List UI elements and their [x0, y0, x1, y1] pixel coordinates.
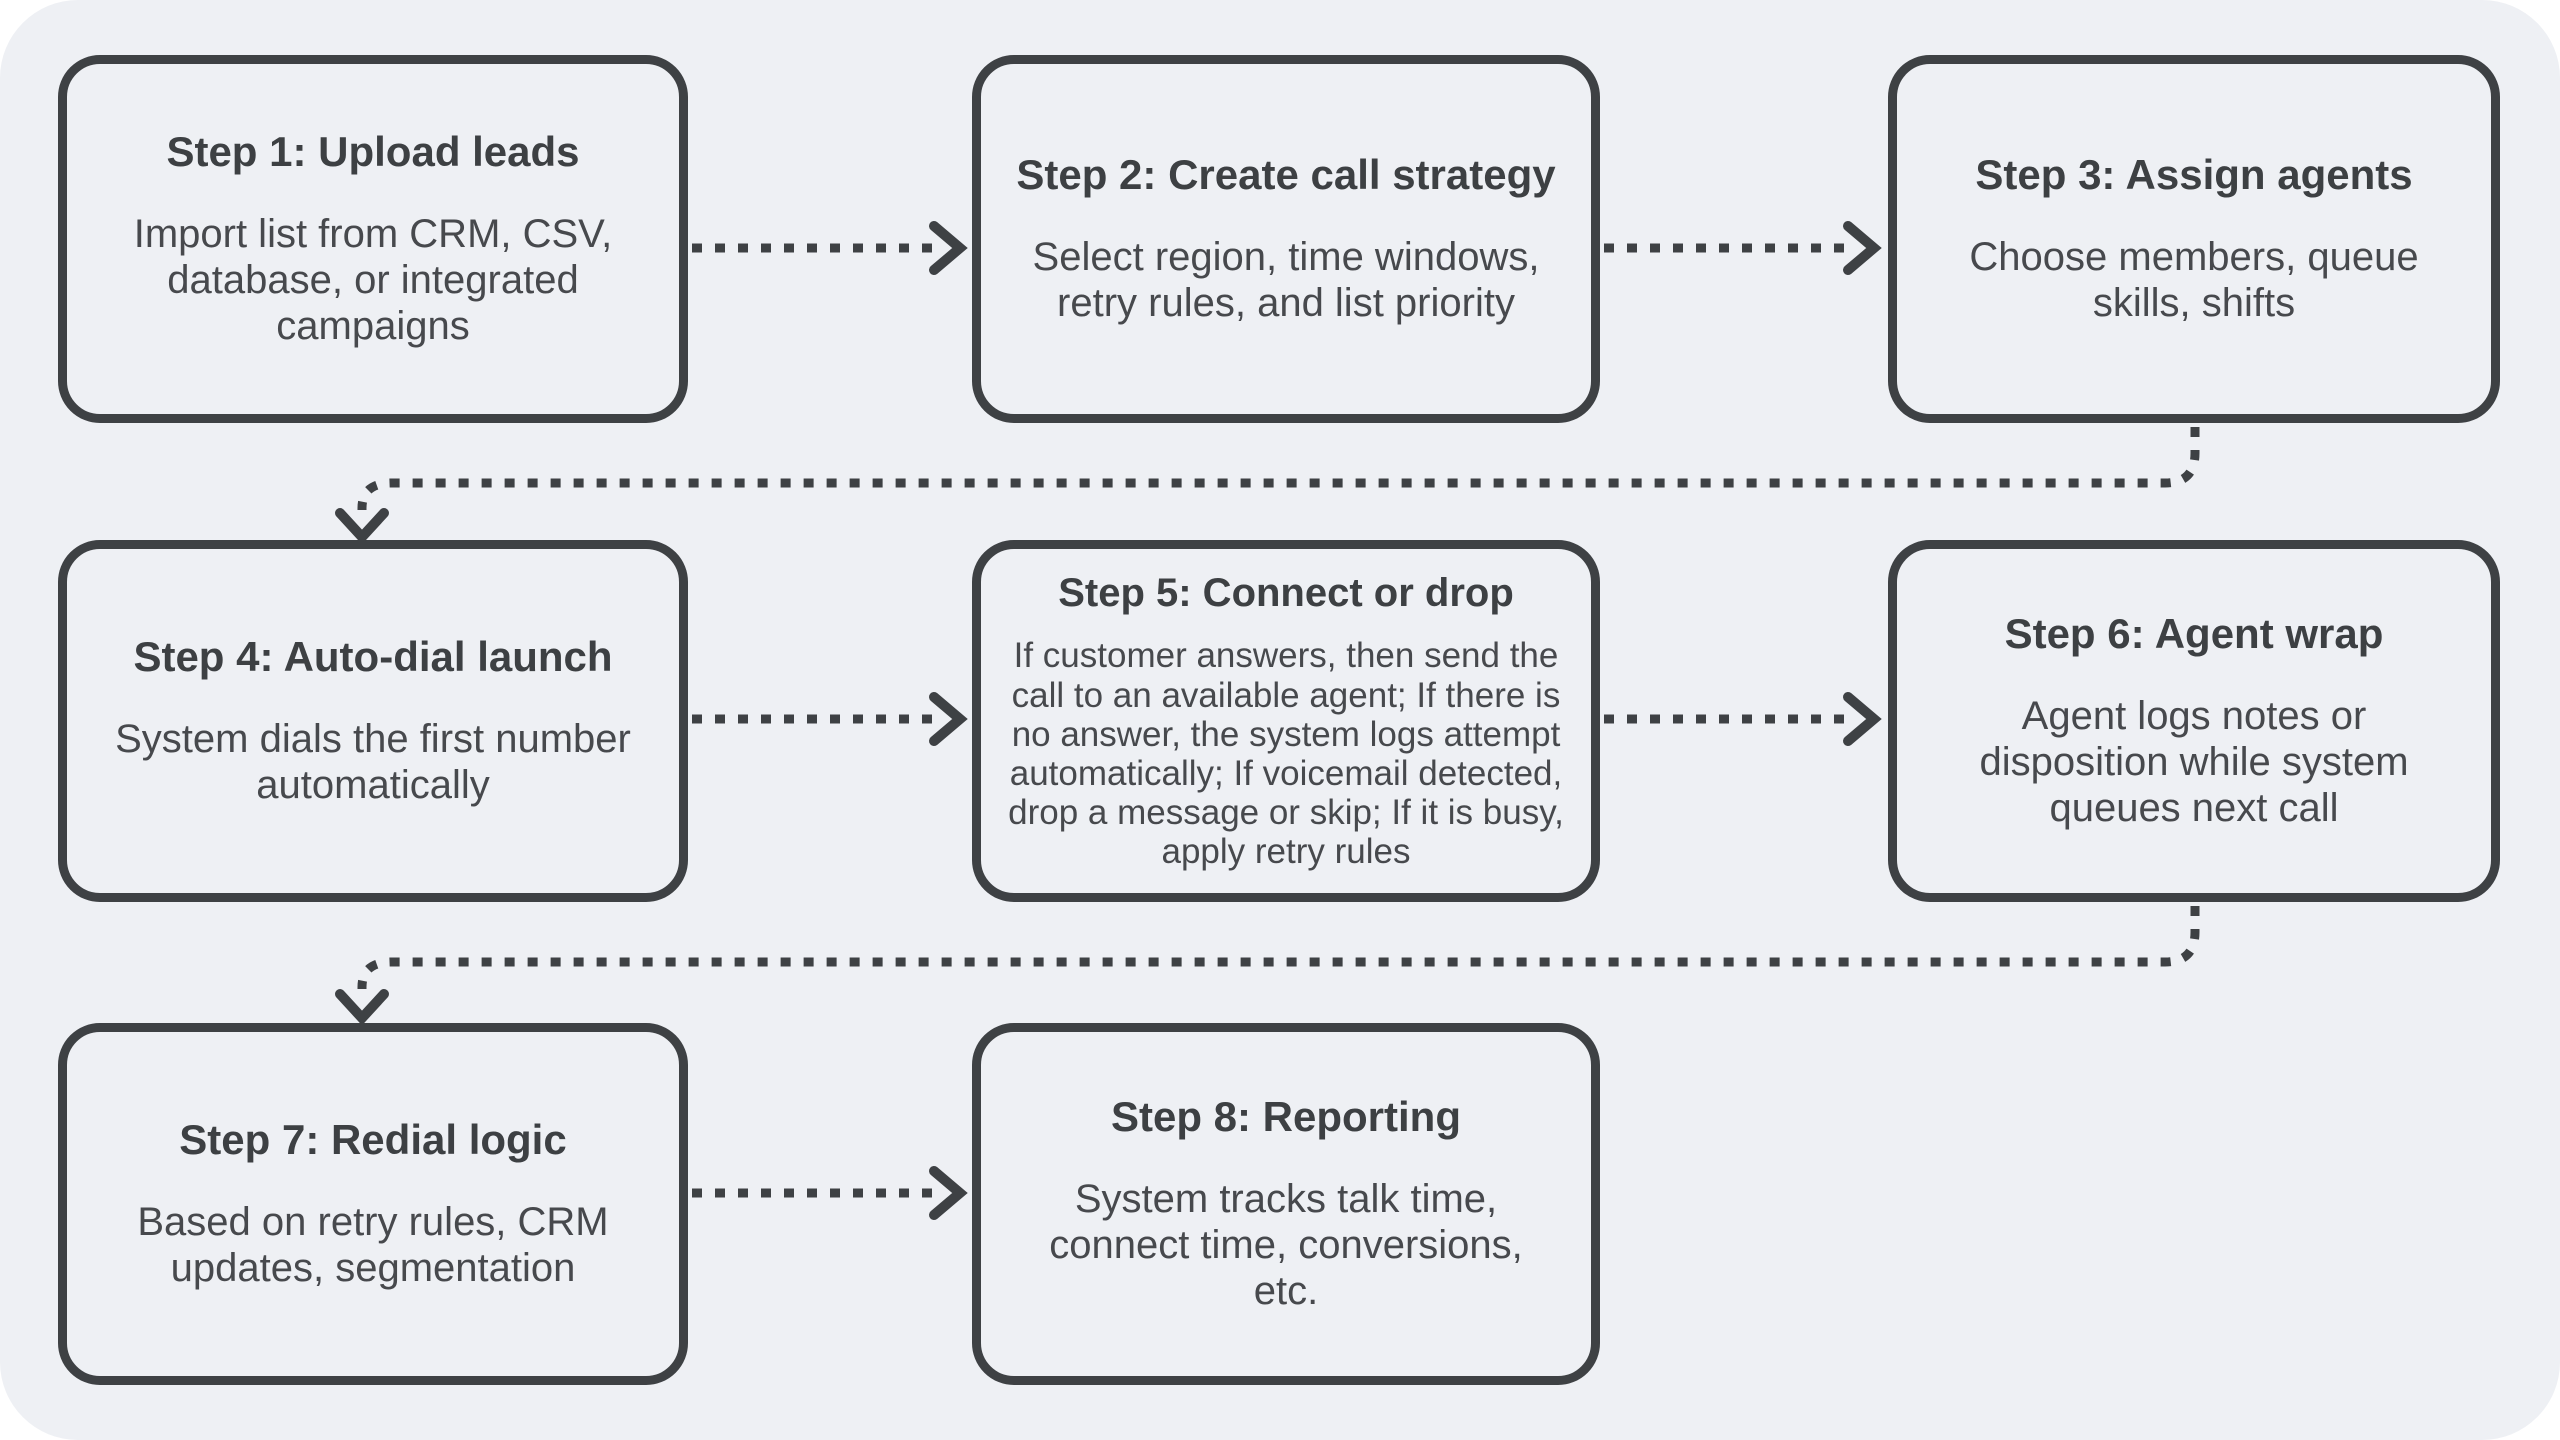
step-2-create-call-strategy-box: Step 2: Create call strategy Select regi…	[972, 55, 1600, 423]
step-description: Based on retry rules, CRM updates, segme…	[137, 1199, 609, 1291]
step-description: Agent logs notes or disposition while sy…	[1979, 693, 2409, 831]
step-description: If customer answers, then send the call …	[1008, 636, 1564, 872]
step-title: Step 6: Agent wrap	[2004, 610, 2384, 658]
step-3-assign-agents-box: Step 3: Assign agents Choose members, qu…	[1888, 55, 2500, 423]
step-5-connect-or-drop-box: Step 5: Connect or drop If customer answ…	[972, 540, 1600, 902]
step-title: Step 4: Auto-dial launch	[133, 633, 613, 681]
step-title: Step 2: Create call strategy	[1016, 151, 1556, 199]
step-description: Import list from CRM, CSV, database, or …	[133, 211, 613, 349]
step-title: Step 1: Upload leads	[166, 128, 580, 176]
step-description: System dials the first number automatica…	[115, 716, 631, 808]
step-description: Choose members, queue skills, shifts	[1969, 234, 2419, 326]
step-4-auto-dial-launch-box: Step 4: Auto-dial launch System dials th…	[58, 540, 688, 902]
step-title: Step 8: Reporting	[1110, 1093, 1461, 1141]
step-title: Step 7: Redial logic	[179, 1116, 567, 1164]
step-1-upload-leads-box: Step 1: Upload leads Import list from CR…	[58, 55, 688, 423]
step-8-reporting-box: Step 8: Reporting System tracks talk tim…	[972, 1023, 1600, 1385]
step-7-redial-logic-box: Step 7: Redial logic Based on retry rule…	[58, 1023, 688, 1385]
step-title: Step 5: Connect or drop	[1058, 571, 1514, 616]
step-6-agent-wrap-box: Step 6: Agent wrap Agent logs notes or d…	[1888, 540, 2500, 902]
step-description: System tracks talk time, connect time, c…	[1049, 1176, 1523, 1314]
step-title: Step 3: Assign agents	[1975, 151, 2413, 199]
step-description: Select region, time windows, retry rules…	[1032, 234, 1540, 326]
